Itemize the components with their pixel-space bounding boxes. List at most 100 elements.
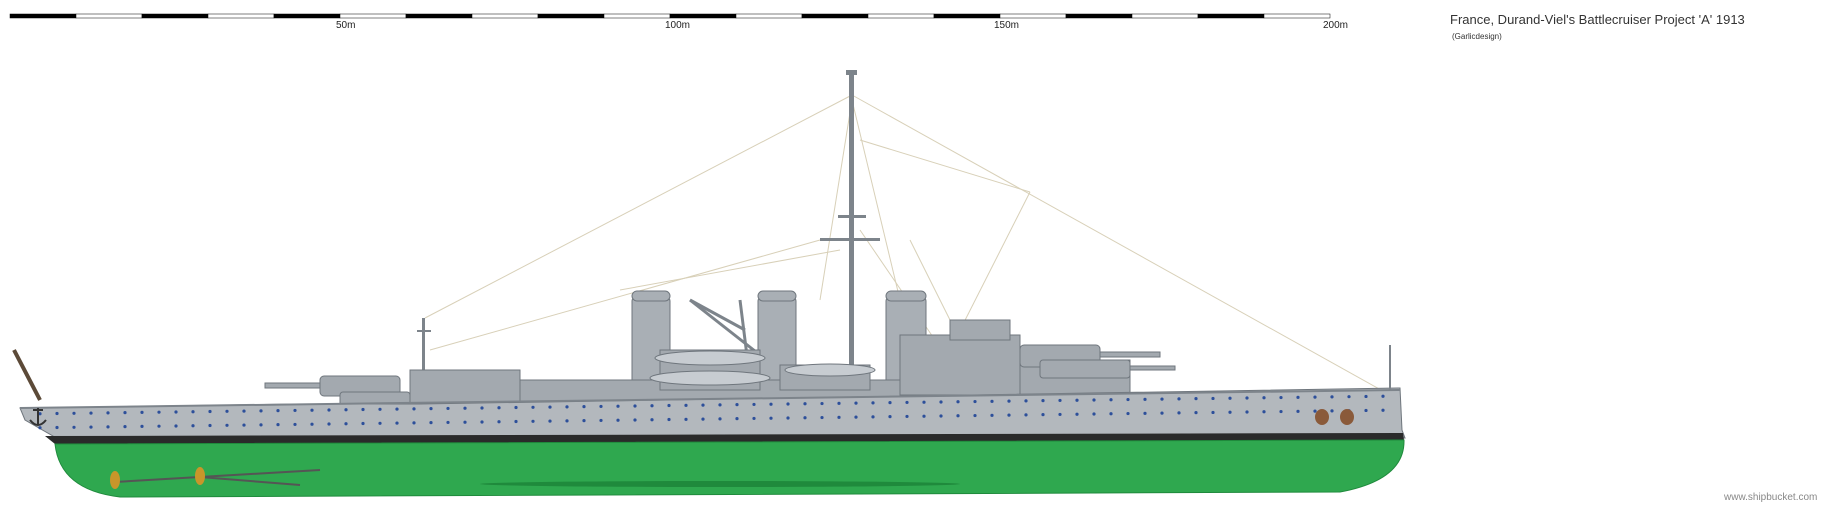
porthole xyxy=(1347,395,1351,399)
porthole xyxy=(344,408,348,412)
porthole xyxy=(820,401,824,406)
scale-segment xyxy=(1263,13,1331,19)
porthole xyxy=(1024,413,1028,417)
porthole xyxy=(1211,410,1215,415)
porthole xyxy=(565,419,569,423)
porthole xyxy=(1109,398,1113,402)
porthole xyxy=(225,423,229,427)
porthole xyxy=(1041,413,1045,417)
bilge-keel xyxy=(480,481,960,487)
porthole xyxy=(72,411,76,415)
drawing-title: France, Durand-Viel's Battlecruiser Proj… xyxy=(1450,12,1745,27)
porthole xyxy=(1296,409,1300,413)
crest-icon xyxy=(1315,409,1354,425)
porthole xyxy=(1262,410,1266,414)
porthole xyxy=(684,403,688,407)
porthole xyxy=(599,418,603,423)
porthole xyxy=(565,405,569,409)
porthole xyxy=(1177,397,1181,401)
scale-label-200m: 200m xyxy=(1323,20,1349,31)
porthole xyxy=(208,409,212,414)
porthole xyxy=(1177,411,1181,415)
porthole xyxy=(1296,395,1300,399)
porthole xyxy=(174,410,178,414)
porthole xyxy=(480,420,484,424)
porthole xyxy=(1381,394,1385,398)
porthole xyxy=(786,402,790,406)
porthole xyxy=(1211,396,1215,401)
porthole xyxy=(599,404,603,409)
porthole xyxy=(1024,399,1028,403)
porthole xyxy=(871,401,875,405)
porthole xyxy=(412,407,416,411)
porthole xyxy=(429,407,433,411)
porthole xyxy=(259,423,263,427)
porthole xyxy=(157,424,161,428)
porthole xyxy=(344,422,348,426)
porthole xyxy=(701,417,705,421)
anchor-icon xyxy=(29,408,47,426)
porthole xyxy=(514,419,518,424)
porthole xyxy=(803,402,807,406)
porthole xyxy=(1007,413,1011,417)
porthole xyxy=(242,409,246,413)
porthole xyxy=(752,416,756,421)
porthole xyxy=(922,400,926,404)
porthole xyxy=(1109,412,1113,416)
porthole xyxy=(905,414,909,419)
porthole xyxy=(752,402,756,407)
porthole xyxy=(888,415,892,419)
porthole xyxy=(55,411,59,416)
porthole xyxy=(1058,398,1062,403)
porthole xyxy=(973,399,977,404)
porthole xyxy=(327,422,331,426)
porthole xyxy=(1075,398,1079,402)
porthole xyxy=(191,410,195,414)
porthole xyxy=(140,424,144,429)
porthole xyxy=(1143,411,1147,415)
porthole xyxy=(531,405,535,409)
porthole xyxy=(293,408,297,413)
porthole xyxy=(1381,408,1385,412)
porthole xyxy=(1364,394,1368,399)
porthole xyxy=(1126,411,1130,416)
propeller-icon xyxy=(110,467,205,489)
porthole xyxy=(395,421,399,425)
porthole xyxy=(633,404,637,408)
porthole xyxy=(548,405,552,409)
porthole xyxy=(1313,409,1317,413)
porthole xyxy=(531,419,535,423)
porthole xyxy=(1245,396,1249,400)
porthole xyxy=(956,414,960,418)
porthole xyxy=(667,403,671,408)
porthole xyxy=(650,404,654,408)
porthole xyxy=(922,414,926,418)
porthole xyxy=(956,400,960,404)
propeller-shafts xyxy=(114,469,321,486)
porthole xyxy=(276,423,280,427)
porthole xyxy=(429,421,433,425)
porthole xyxy=(123,411,127,415)
portholes xyxy=(38,394,1385,430)
porthole xyxy=(905,400,909,405)
porthole xyxy=(89,411,93,415)
porthole xyxy=(446,420,450,425)
porthole xyxy=(208,423,212,428)
porthole xyxy=(514,405,518,410)
aft-mast xyxy=(417,318,431,378)
porthole xyxy=(616,418,620,422)
porthole xyxy=(55,425,59,430)
ship-boats xyxy=(649,350,876,386)
porthole xyxy=(854,401,858,405)
porthole xyxy=(1245,410,1249,414)
porthole xyxy=(735,403,739,407)
porthole xyxy=(1313,395,1317,399)
porthole xyxy=(735,417,739,421)
porthole xyxy=(1126,397,1130,402)
porthole xyxy=(786,416,790,420)
porthole xyxy=(174,424,178,428)
porthole xyxy=(191,424,195,428)
porthole xyxy=(548,419,552,423)
porthole xyxy=(616,404,620,408)
